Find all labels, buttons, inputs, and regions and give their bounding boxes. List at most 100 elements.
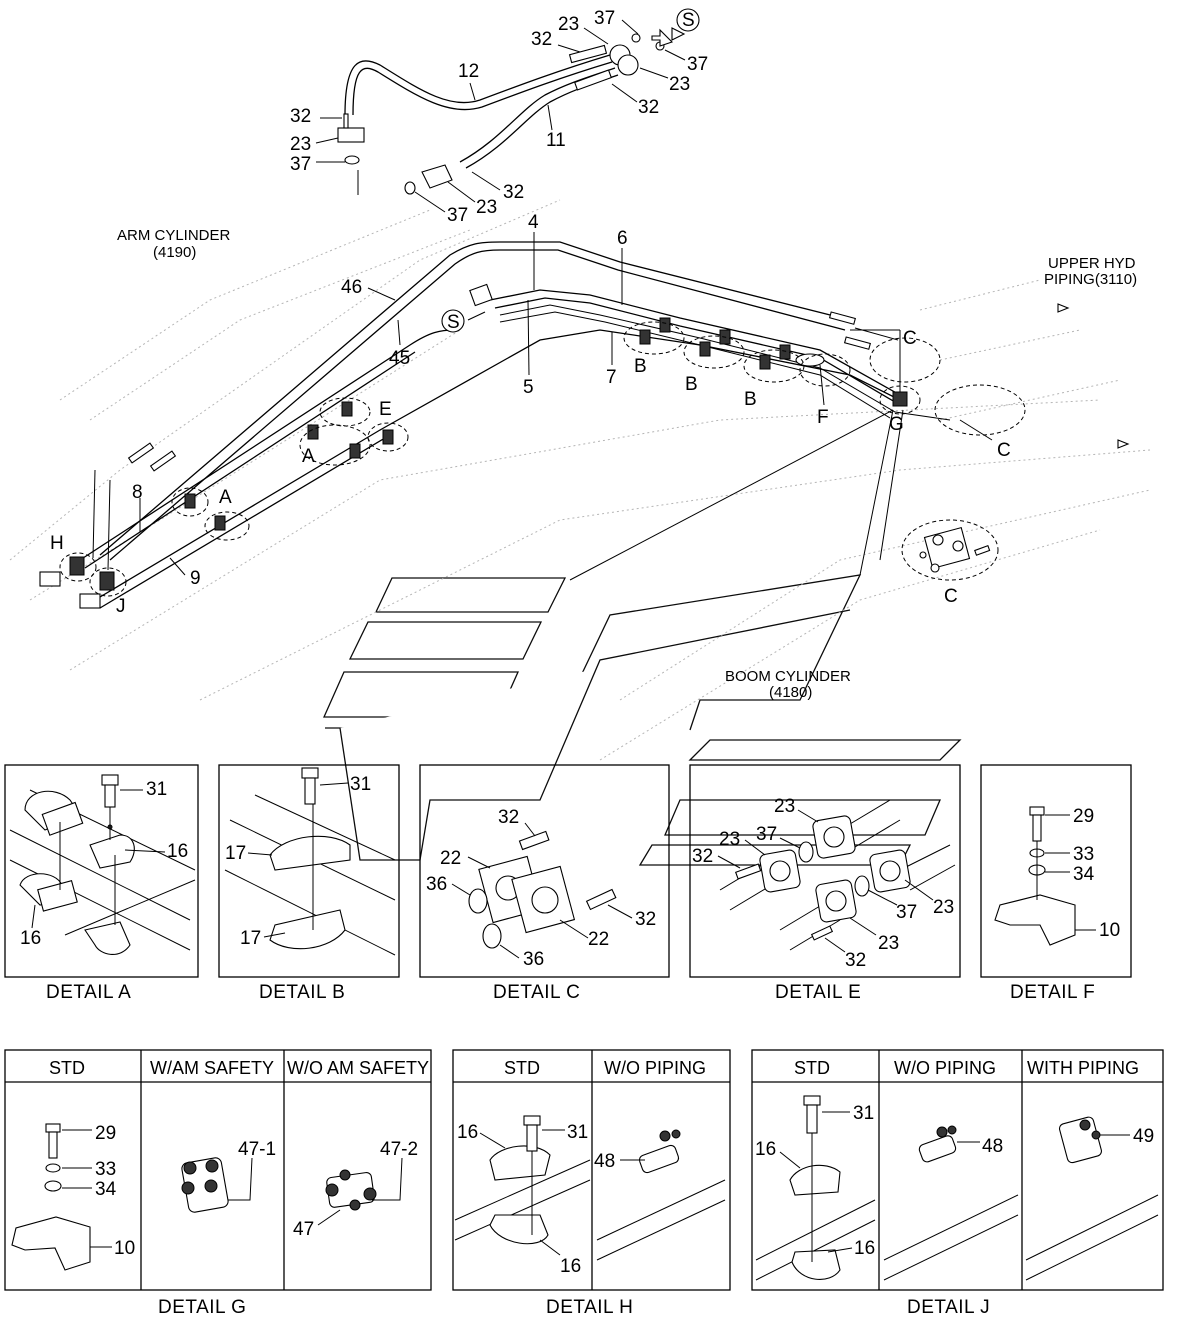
detail-a-caption: DETAIL A [46, 982, 131, 1003]
detail-h-caption: DETAIL H [546, 1297, 633, 1318]
callout-f: F [817, 407, 829, 428]
detail-e-37-top: 37 [756, 824, 777, 845]
detail-f: 29 33 34 10 DETAIL F [980, 764, 1132, 1003]
callout-11: 11 [546, 130, 566, 151]
detail-c-32-right: 32 [635, 909, 656, 930]
detail-e-23-right: 23 [933, 897, 954, 918]
detail-j: STD W/O PIPING WITH PIPING 31 16 16 48 4… [751, 1049, 1164, 1318]
callout-37-top: 37 [594, 8, 615, 29]
boom-cylinder-label: BOOM CYLINDER [725, 668, 851, 685]
detail-j-16-top: 16 [755, 1139, 776, 1160]
detail-j-caption: DETAIL J [907, 1297, 990, 1318]
callout-c-2: C [997, 440, 1011, 461]
detail-g-34: 34 [95, 1179, 117, 1200]
detail-c: 32 22 36 32 22 36 DETAIL C [419, 764, 670, 1003]
callout-c-1: C [903, 328, 917, 349]
detail-e-caption: DETAIL E [775, 982, 861, 1003]
callout-7: 7 [606, 367, 617, 388]
boom-cylinder-code: (4180) [769, 684, 812, 701]
detail-h-col-wo-piping: W/O PIPING [604, 1058, 706, 1078]
detail-e-23-left: 23 [719, 829, 740, 850]
detail-g-47-2: 47-2 [380, 1139, 418, 1160]
callout-5: 5 [523, 377, 534, 398]
callout-b-3: B [744, 389, 757, 410]
detail-c-22-left: 22 [440, 848, 461, 869]
leader-lines [92, 19, 993, 576]
s-marker-mid-label: S [447, 312, 460, 333]
detail-f-29: 29 [1073, 806, 1094, 827]
callout-37-mid: 37 [447, 205, 468, 226]
detail-a: 31 16 16 DETAIL A [4, 764, 199, 1003]
callout-a-2: A [219, 487, 232, 508]
callout-a-1: A [302, 446, 315, 467]
s-markers [441, 8, 1130, 449]
callout-b-2: B [685, 374, 698, 395]
s-marker-top-label: S [682, 10, 695, 31]
callout-37-left: 37 [290, 154, 311, 175]
detail-j-49: 49 [1133, 1126, 1154, 1147]
detail-a-31: 31 [146, 779, 167, 800]
detail-h-31: 31 [567, 1122, 588, 1143]
detail-g-10: 10 [114, 1238, 135, 1259]
detail-g-29: 29 [95, 1123, 116, 1144]
callout-46: 46 [341, 277, 362, 298]
callout-32-right: 32 [638, 97, 659, 118]
detail-f-34: 34 [1073, 864, 1095, 885]
detail-c-22-right: 22 [588, 929, 609, 950]
callout-b-1: B [634, 356, 647, 377]
detail-f-caption: DETAIL F [1010, 982, 1095, 1003]
callout-45: 45 [389, 348, 410, 369]
detail-g-47-1: 47-1 [238, 1139, 276, 1160]
callout-23-right: 23 [669, 74, 690, 95]
detail-b-17-top: 17 [225, 843, 246, 864]
callout-12: 12 [458, 61, 479, 82]
detail-g-col-wo-am-safety: W/O AM SAFETY [287, 1058, 429, 1078]
callout-37-right: 37 [687, 54, 708, 75]
clamps [39, 317, 1026, 609]
upper-hyd-piping-label: PIPING(3110) [1044, 271, 1137, 288]
detail-g-33: 33 [95, 1159, 116, 1180]
detail-e-23-bottom: 23 [878, 933, 899, 954]
callout-23-mid: 23 [476, 197, 497, 218]
detail-c-caption: DETAIL C [493, 982, 580, 1003]
callout-9: 9 [190, 568, 201, 589]
detail-j-col-wo-piping: W/O PIPING [894, 1058, 996, 1078]
detail-e-32-left: 32 [692, 846, 713, 867]
callout-c-3: C [944, 586, 958, 607]
callout-32-left: 32 [290, 106, 311, 127]
callout-32-top: 32 [531, 29, 552, 50]
detail-c-36-bottom: 36 [523, 949, 544, 970]
upper-hyd-label: UPPER HYD [1048, 255, 1136, 272]
callout-e: E [379, 399, 392, 420]
detail-e-23-top: 23 [774, 796, 795, 817]
detail-h-16-top: 16 [457, 1122, 478, 1143]
detail-f-10: 10 [1099, 920, 1120, 941]
callout-6: 6 [617, 228, 628, 249]
detail-h-16-bottom: 16 [560, 1256, 581, 1277]
callout-32-mid: 32 [503, 182, 524, 203]
detail-b: 31 17 17 DETAIL B [218, 764, 400, 1003]
callout-4: 4 [528, 212, 539, 233]
detail-j-31: 31 [853, 1103, 874, 1124]
arm-cylinder-label: ARM CYLINDER [117, 227, 231, 244]
detail-h-48: 48 [594, 1151, 615, 1172]
callout-23-left: 23 [290, 134, 311, 155]
detail-f-33: 33 [1073, 844, 1094, 865]
top-hose-assembly [337, 27, 686, 195]
detail-b-31: 31 [350, 774, 371, 795]
detail-j-16-bottom: 16 [854, 1238, 875, 1259]
detail-e-32-bottom: 32 [845, 950, 866, 971]
detail-h: STD W/O PIPING 16 31 16 48 DETAIL H [452, 1049, 731, 1318]
main-callouts: 37 23 32 S 37 23 32 12 11 32 23 37 32 23… [50, 8, 1011, 617]
detail-a-16-top: 16 [167, 841, 188, 862]
detail-g-col-std: STD [49, 1058, 85, 1078]
detail-j-col-std: STD [794, 1058, 830, 1078]
detail-a-16-bottom: 16 [20, 928, 41, 949]
detail-g-col-w-am-safety: W/AM SAFETY [150, 1058, 274, 1078]
reference-labels: ARM CYLINDER (4190) UPPER HYD PIPING(311… [117, 227, 1137, 701]
callout-j: J [116, 596, 126, 617]
detail-e-37-right: 37 [896, 902, 917, 923]
detail-j-48: 48 [982, 1136, 1003, 1157]
callout-g: G [889, 414, 904, 435]
